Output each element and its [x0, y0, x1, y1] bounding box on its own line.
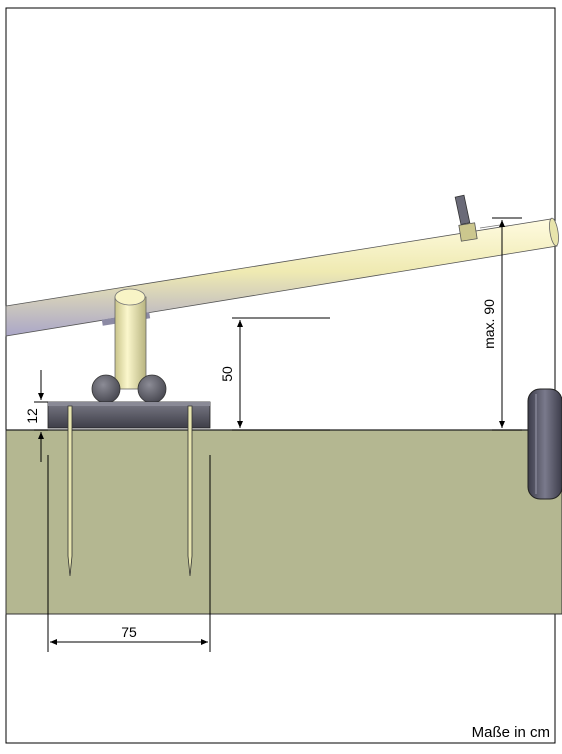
dim-label-max-90: max. 90: [481, 299, 497, 349]
drawing-border: [5, 7, 556, 744]
ground: [5, 429, 562, 615]
ground-stakes: [67, 405, 193, 577]
units-note: Maße in cm: [471, 724, 550, 741]
handle-grip: [454, 194, 478, 242]
dimension-max-height: [492, 217, 522, 431]
dim-label-12: 12: [24, 408, 40, 424]
base-rollers: [91, 374, 167, 404]
base-plate: [47, 401, 211, 429]
pivot-post: [114, 288, 147, 390]
dimension-stake-width: [47, 455, 211, 652]
dimension-base-height: [34, 370, 48, 462]
dimension-pivot-height: [232, 317, 330, 431]
dim-label-50: 50: [219, 366, 235, 382]
dim-label-75: 75: [121, 624, 137, 640]
wheel: [527, 388, 562, 500]
